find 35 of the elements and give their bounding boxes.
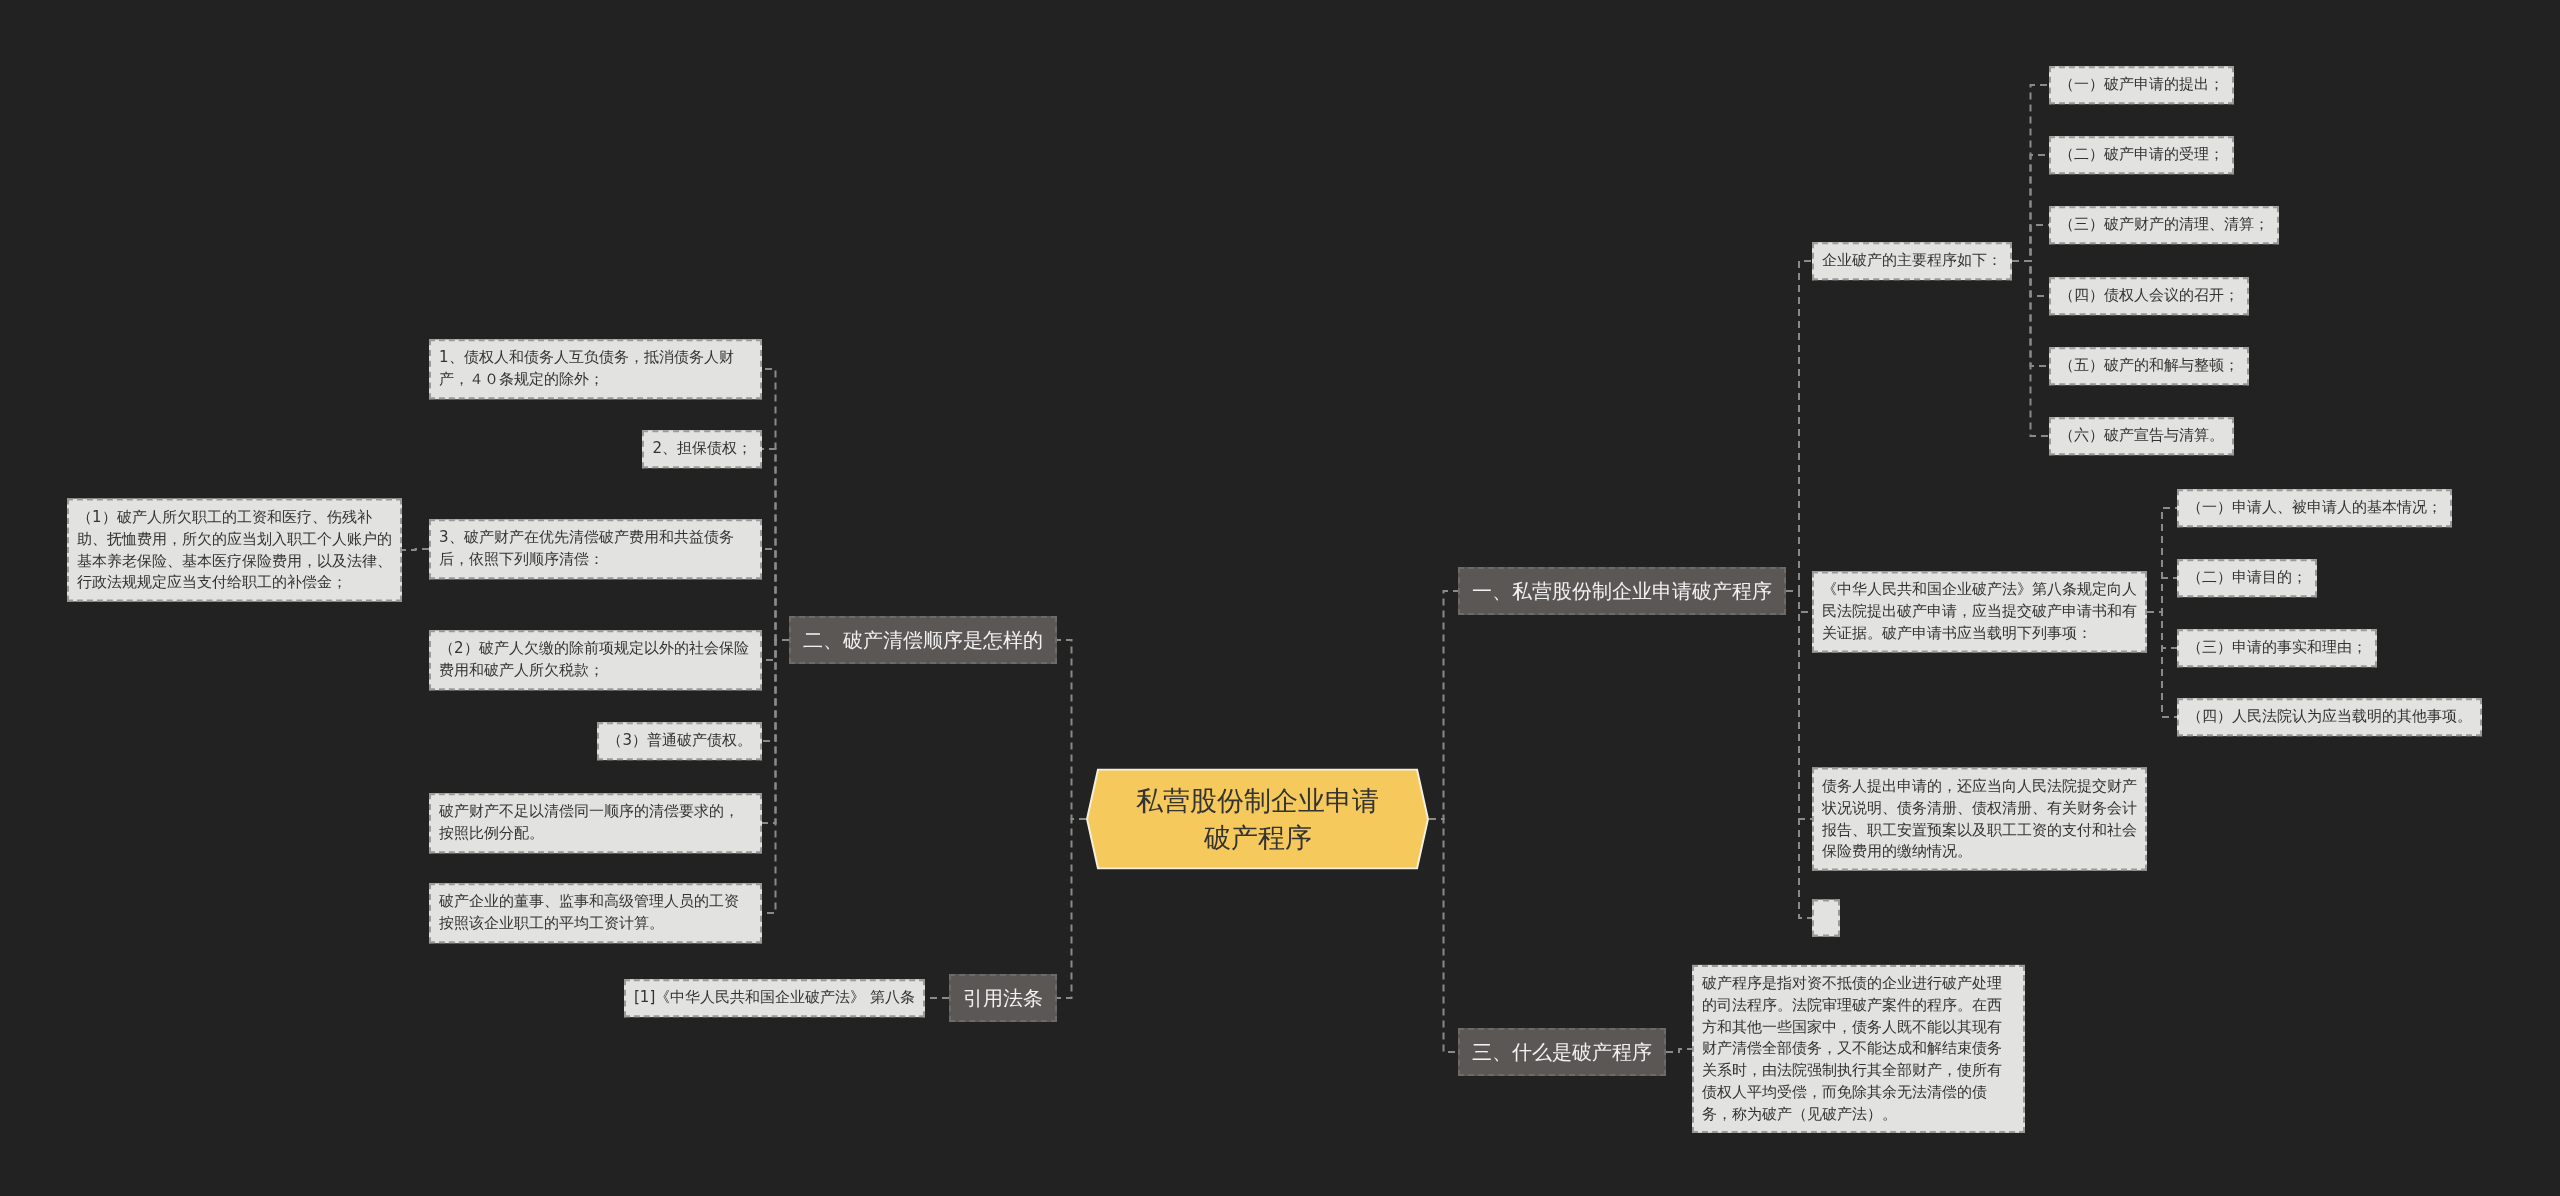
topic-box: （三）破产财产的清理、清算； [2049, 206, 2279, 244]
topic-box: 2、担保债权； [642, 430, 762, 468]
topic-box: （二）申请目的； [2177, 559, 2317, 597]
topic-box: （三）申请的事实和理由； [2177, 629, 2377, 667]
topic-box: （四）债权人会议的召开； [2049, 277, 2249, 315]
topic-box: （四）人民法院认为应当载明的其他事项。 [2177, 698, 2482, 736]
topic-box: （1）破产人所欠职工的工资和医疗、伤残补助、抚恤费用，所欠的应当划入职工个人账户的基本养老保险、基本医疗保险费用，以及法律、行政法规规定应当支付给职工的补偿金； [67, 498, 402, 602]
topic-box [1812, 899, 1840, 937]
topic-box: 破产企业的董事、监事和高级管理人员的工资按照该企业职工的平均工资计算。 [429, 883, 762, 943]
topic-box: （一）破产申请的提出； [2049, 66, 2234, 104]
central-topic: 私营股份制企业申请破产程序 [1086, 768, 1429, 870]
topic-box: 1、债权人和债务人互负债务，抵消债务人财产，４０条规定的除外； [429, 339, 762, 399]
topic-box: 债务人提出申请的，还应当向人民法院提交财产状况说明、债务清册、债权清册、有关财务会计报告、职工安置预案以及职工工资的支付和社会保险费用的缴纳情况。 [1812, 767, 2147, 871]
topic-box: （3）普通破产债权。 [597, 722, 762, 760]
connector [1665, 1048, 1693, 1053]
topic-box: （六）破产宣告与清算。 [2049, 417, 2234, 455]
topic-box: （五）破产的和解与整顿； [2049, 347, 2249, 385]
connector [1056, 818, 1087, 999]
topic-box: 3、破产财产在优先清偿破产费用和共益债务后，依照下列顺序清偿： [429, 519, 762, 579]
branch-topic: 一、私营股份制企业申请破产程序 [1458, 567, 1786, 615]
topic-box: [1]《中华人民共和国企业破产法》 第八条 [624, 979, 925, 1017]
topic-box: 企业破产的主要程序如下： [1812, 242, 2012, 280]
connector [2146, 611, 2178, 718]
topic-box: （2）破产人欠缴的除前项规定以外的社会保险费用和破产人所欠税款； [429, 630, 762, 690]
topic-box: 破产财产不足以清偿同一顺序的清偿要求的，按照比例分配。 [429, 793, 762, 853]
topic-box: （二）破产申请的受理； [2049, 136, 2234, 174]
connector [401, 548, 430, 551]
branch-topic: 三、什么是破产程序 [1458, 1028, 1666, 1076]
topic-box: 《中华人民共和国企业破产法》第八条规定向人民法院提出破产申请，应当提交破产申请书和有关证据。破产申请书应当载明下列事项： [1812, 571, 2147, 653]
branch-topic: 二、破产清偿顺序是怎样的 [789, 616, 1057, 664]
topic-box: （一）申请人、被申请人的基本情况； [2177, 489, 2452, 527]
connector [1785, 590, 1813, 919]
connector [2011, 260, 2050, 437]
topic-box: 破产程序是指对资不抵债的企业进行破产处理的司法程序。法院审理破产案件的程序。在西方和其他一些国家中，债务人既不能以其现有财产清偿全部债务，又不能达成和解结束债务关系时，由法院强制执行其全部财产，使所有债权人平均受偿，而免除其余无法清偿的债务，称为破产（见破产法）。 [1692, 964, 2025, 1134]
branch-topic: 引用法条 [949, 974, 1057, 1022]
